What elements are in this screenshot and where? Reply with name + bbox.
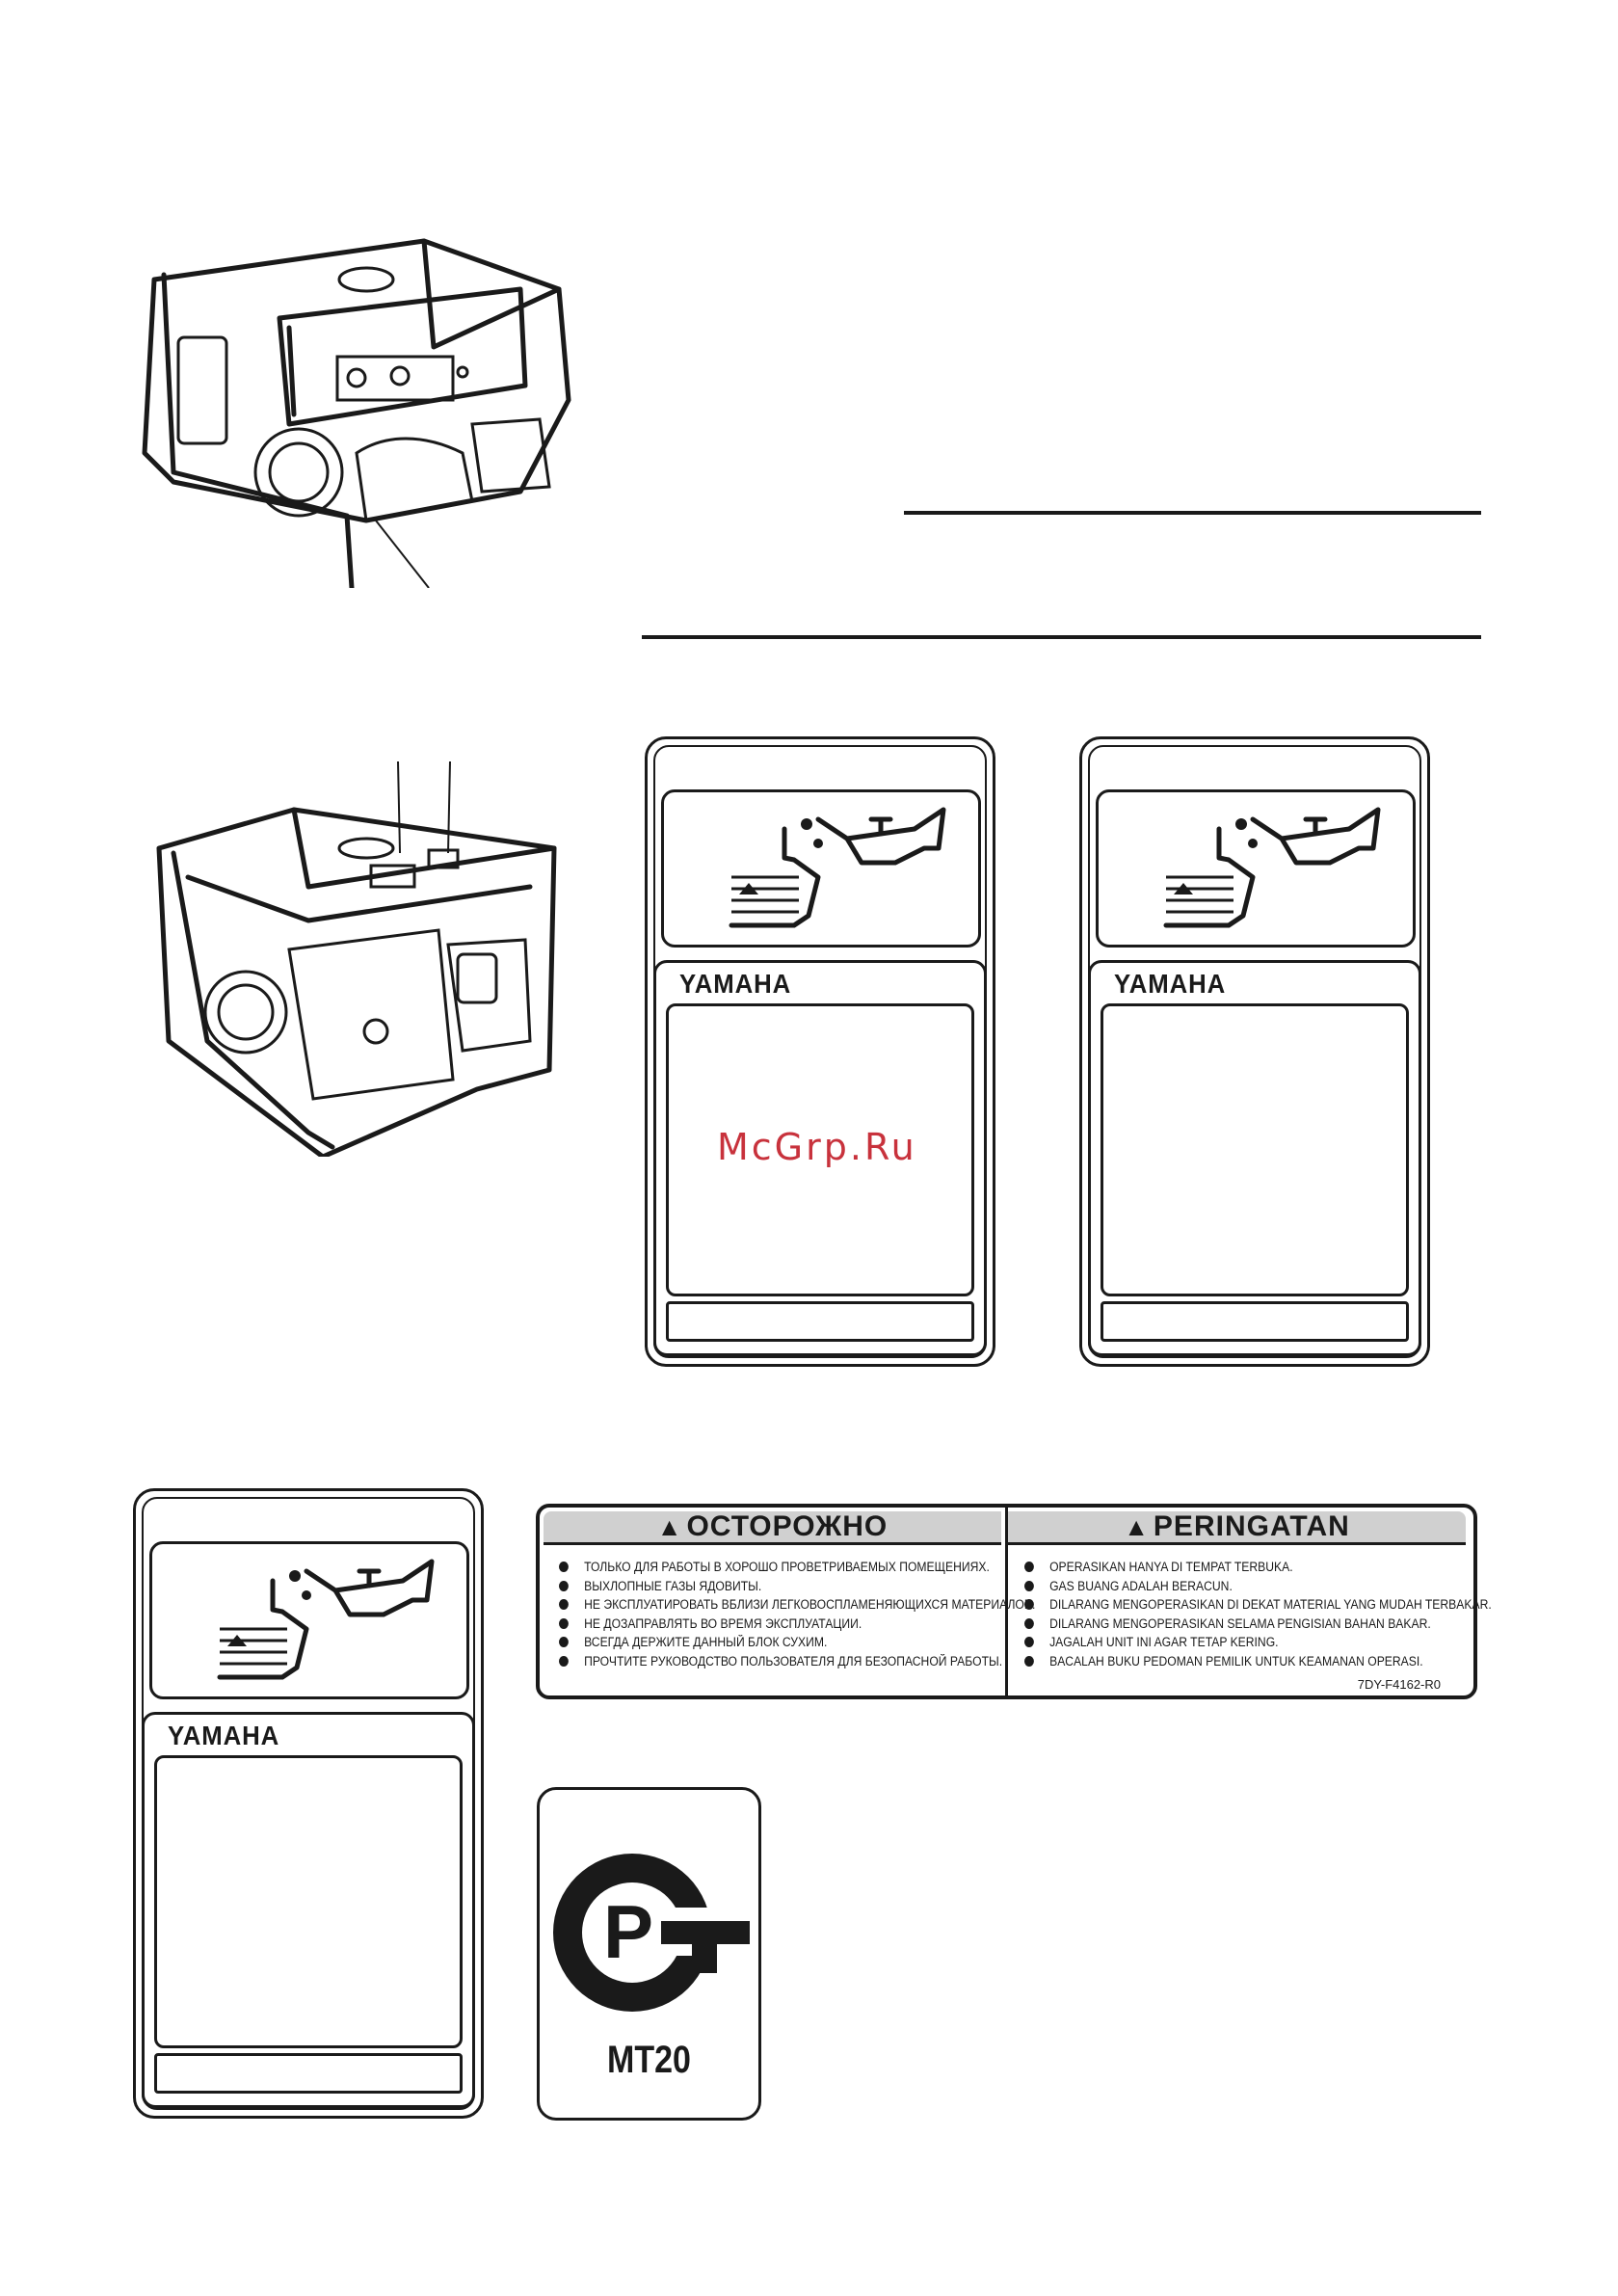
warning-item: DILARANG MENGOPERASIKAN SELAMA PENGISIAN… xyxy=(1024,1615,1492,1634)
generator-illustration-rear xyxy=(156,761,557,1157)
oil-icon-panel xyxy=(149,1541,469,1699)
brand-panel: YAMAHA xyxy=(653,960,987,1356)
warning-item: BACALAH BUKU PEDOMAN PEMILIK UNTUK KEAMA… xyxy=(1024,1652,1492,1671)
oil-icon-panel xyxy=(661,789,981,948)
brand-panel: YAMAHA xyxy=(1088,960,1421,1356)
brand-panel: YAMAHA xyxy=(142,1712,475,2108)
warning-item: DILARANG MENGOPERASIKAN DI DEKAT MATERIA… xyxy=(1024,1595,1492,1615)
separator-rule-top xyxy=(904,511,1481,515)
brand-name: YAMAHA xyxy=(168,1721,280,1750)
label-text-area xyxy=(154,1755,463,2048)
warning-item: GAS BUANG ADALAH BERACUN. xyxy=(1024,1577,1492,1596)
oil-icon-panel xyxy=(1096,789,1416,948)
oil-level-icon xyxy=(217,1559,435,1680)
warning-header-id: ▲PERINGATAN xyxy=(1008,1511,1466,1545)
certification-code: MT20 xyxy=(607,2039,691,2081)
oil-level-icon xyxy=(729,807,946,928)
pct-logo-icon: P xyxy=(553,1854,750,2012)
label-footer-bar xyxy=(154,2053,463,2094)
warning-item: ВСЕГДА ДЕРЖИТЕ ДАННЫЙ БЛОК СУХИМ. xyxy=(559,1633,1035,1652)
oil-label-a: YAMAHA xyxy=(645,736,995,1367)
warning-item: НЕ ДОЗАПРАВЛЯТЬ ВО ВРЕМЯ ЭКСПЛУАТАЦИИ. xyxy=(559,1615,1035,1634)
warning-triangle-icon: ▲ xyxy=(656,1512,683,1541)
label-footer-bar xyxy=(666,1301,974,1342)
warning-label: ▲ОСТОРОЖНО ▲PERINGATAN ТОЛЬКО ДЛЯ РАБОТЫ… xyxy=(536,1504,1492,1699)
warning-item: ТОЛЬКО ДЛЯ РАБОТЫ В ХОРОШО ПРОВЕТРИВАЕМЫ… xyxy=(559,1558,1035,1577)
generator-illustration-front xyxy=(142,238,571,588)
warning-item: ВЫХЛОПНЫЕ ГАЗЫ ЯДОВИТЫ. xyxy=(559,1577,1035,1596)
warning-divider xyxy=(1005,1508,1008,1695)
certification-mark: P MT20 xyxy=(537,1787,761,2121)
label-text-area xyxy=(666,1003,974,1296)
svg-text:P: P xyxy=(603,1889,653,1974)
warning-item: OPERASIKAN HANYA DI TEMPAT TERBUKA. xyxy=(1024,1558,1492,1577)
warning-title-id: PERINGATAN xyxy=(1153,1510,1350,1542)
label-text-area xyxy=(1101,1003,1409,1296)
label-footer-bar xyxy=(1101,1301,1409,1342)
brand-name: YAMAHA xyxy=(1114,969,1227,999)
warning-item: JAGALAH UNIT INI AGAR TETAP KERING. xyxy=(1024,1633,1492,1652)
warning-item: ПРОЧТИТЕ РУКОВОДСТВО ПОЛЬЗОВАТЕЛЯ ДЛЯ БЕ… xyxy=(559,1652,1035,1671)
warning-header-ru: ▲ОСТОРОЖНО xyxy=(544,1511,1001,1545)
watermark-text: McGrp.Ru xyxy=(717,1126,917,1168)
oil-label-b: YAMAHA xyxy=(1079,736,1430,1367)
oil-label-c: YAMAHA xyxy=(133,1488,484,2119)
brand-name: YAMAHA xyxy=(679,969,792,999)
warning-triangle-icon: ▲ xyxy=(1124,1512,1150,1541)
warning-part-code: 7DY-F4162-R0 xyxy=(1357,1677,1441,1692)
separator-rule-bottom xyxy=(642,635,1481,639)
warning-title-ru: ОСТОРОЖНО xyxy=(686,1510,889,1542)
oil-level-icon xyxy=(1163,807,1381,928)
warning-list-id: OPERASIKAN HANYA DI TEMPAT TERBUKA. GAS … xyxy=(1024,1558,1544,1671)
warning-item: НЕ ЭКСПЛУАТИРОВАТЬ ВБЛИЗИ ЛЕГКОВОСПЛАМЕН… xyxy=(559,1595,1035,1615)
warning-list-ru: ТОЛЬКО ДЛЯ РАБОТЫ В ХОРОШО ПРОВЕТРИВАЕМЫ… xyxy=(559,1558,1088,1671)
